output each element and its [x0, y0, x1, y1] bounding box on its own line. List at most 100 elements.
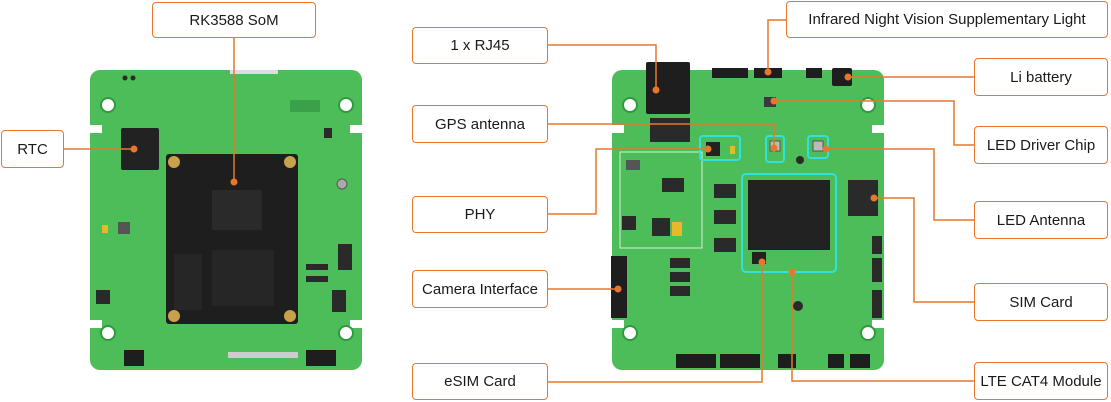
- component: [670, 272, 690, 282]
- right-notch: [872, 125, 886, 133]
- led-antenna-connector: [812, 140, 824, 152]
- component: [332, 290, 346, 312]
- som-screw: [284, 156, 296, 168]
- mounting-hole: [338, 325, 354, 341]
- label-rk3588-som: RK3588 SoM: [152, 2, 316, 38]
- mounting-hole: [100, 97, 116, 113]
- right-board: [610, 62, 886, 370]
- dot-esim-card: [758, 258, 766, 266]
- via: [793, 301, 803, 311]
- left-notch: [88, 320, 102, 328]
- dot-rk3588-som: [230, 178, 238, 186]
- leader-led-driver-chip: [774, 100, 974, 146]
- right-notch: [610, 320, 624, 328]
- component: [324, 128, 332, 138]
- li-battery: [832, 68, 852, 86]
- label-gps-antenna: GPS antenna: [412, 105, 548, 143]
- bottom-header: [720, 354, 760, 368]
- top-header: [806, 68, 822, 78]
- component: [670, 258, 690, 268]
- component: [96, 290, 110, 304]
- component: [872, 258, 882, 282]
- via: [122, 75, 128, 81]
- phy-chip: [706, 142, 720, 156]
- right-notch: [610, 125, 624, 133]
- leader-gps-antenna: [548, 123, 775, 148]
- label-lte-module: LTE CAT4 Module: [974, 362, 1108, 400]
- mounting-hole: [100, 325, 116, 341]
- callout-dots: [130, 68, 878, 293]
- component: [622, 216, 636, 230]
- label-sim-card: SIM Card: [974, 283, 1108, 321]
- component: [672, 222, 682, 236]
- component: [336, 178, 348, 190]
- component: [290, 100, 320, 112]
- label-led-driver-chip: LED Driver Chip: [974, 126, 1108, 164]
- dot-li-battery: [844, 73, 852, 81]
- bottom-header: [828, 354, 844, 368]
- label-phy: PHY: [412, 196, 548, 233]
- som-screw: [168, 156, 180, 168]
- led-driver-chip: [764, 97, 776, 107]
- som-ram: [212, 250, 274, 306]
- rtc-chip: [121, 128, 159, 170]
- label-infrared-light: Infrared Night Vision Supplementary Ligh…: [786, 1, 1108, 38]
- component: [670, 286, 690, 296]
- component: [306, 276, 328, 282]
- top-strip: [230, 70, 278, 74]
- mounting-hole: [338, 97, 354, 113]
- label-camera-interface: Camera Interface: [412, 270, 548, 308]
- top-header: [712, 68, 748, 78]
- phy-silk-outline: [619, 151, 703, 249]
- left-notch: [350, 320, 364, 328]
- leader-infrared-light: [767, 19, 786, 72]
- component: [714, 184, 736, 198]
- label-led-antenna: LED Antenna: [974, 201, 1108, 239]
- leader-phy: [548, 148, 708, 215]
- bottom-connector: [124, 350, 144, 366]
- right-notch: [872, 320, 886, 328]
- dot-rtc: [130, 145, 138, 153]
- bottom-header: [778, 354, 796, 368]
- som-screw: [284, 310, 296, 322]
- label-esim-card: eSIM Card: [412, 363, 548, 400]
- fpc-connector: [650, 118, 690, 142]
- component: [118, 222, 130, 234]
- gps-antenna-highlight: [765, 135, 785, 163]
- lte-module: [748, 180, 830, 250]
- dot-phy: [704, 145, 712, 153]
- label-rtc: RTC: [1, 130, 64, 168]
- leader-rj45: [548, 44, 657, 90]
- phy-highlight: [699, 135, 741, 161]
- bottom-header: [850, 354, 870, 368]
- component: [662, 178, 684, 192]
- component: [306, 264, 328, 270]
- dot-infrared-light: [764, 68, 772, 76]
- bottom-connector: [306, 350, 336, 366]
- bottom-header: [676, 354, 716, 368]
- mounting-hole: [622, 325, 638, 341]
- component: [102, 225, 108, 233]
- via: [796, 156, 804, 164]
- component: [652, 218, 670, 236]
- callout-lines: [64, 19, 974, 383]
- dot-led-antenna: [822, 145, 830, 153]
- dot-sim-card: [870, 194, 878, 202]
- leader-sim-card: [874, 197, 974, 303]
- rj45-jack: [646, 62, 690, 114]
- dot-rj45: [652, 86, 660, 94]
- component: [338, 244, 352, 270]
- component: [714, 210, 736, 224]
- label-li-battery: Li battery: [974, 58, 1108, 96]
- left-board: [88, 70, 364, 370]
- left-notch: [88, 125, 102, 133]
- component: [730, 146, 735, 154]
- dot-camera-interface: [614, 285, 622, 293]
- mounting-hole: [622, 97, 638, 113]
- dot-led-driver-chip: [770, 97, 778, 105]
- som-screw: [168, 310, 180, 322]
- som-emmc: [174, 254, 202, 310]
- component: [872, 290, 882, 318]
- mounting-hole: [860, 325, 876, 341]
